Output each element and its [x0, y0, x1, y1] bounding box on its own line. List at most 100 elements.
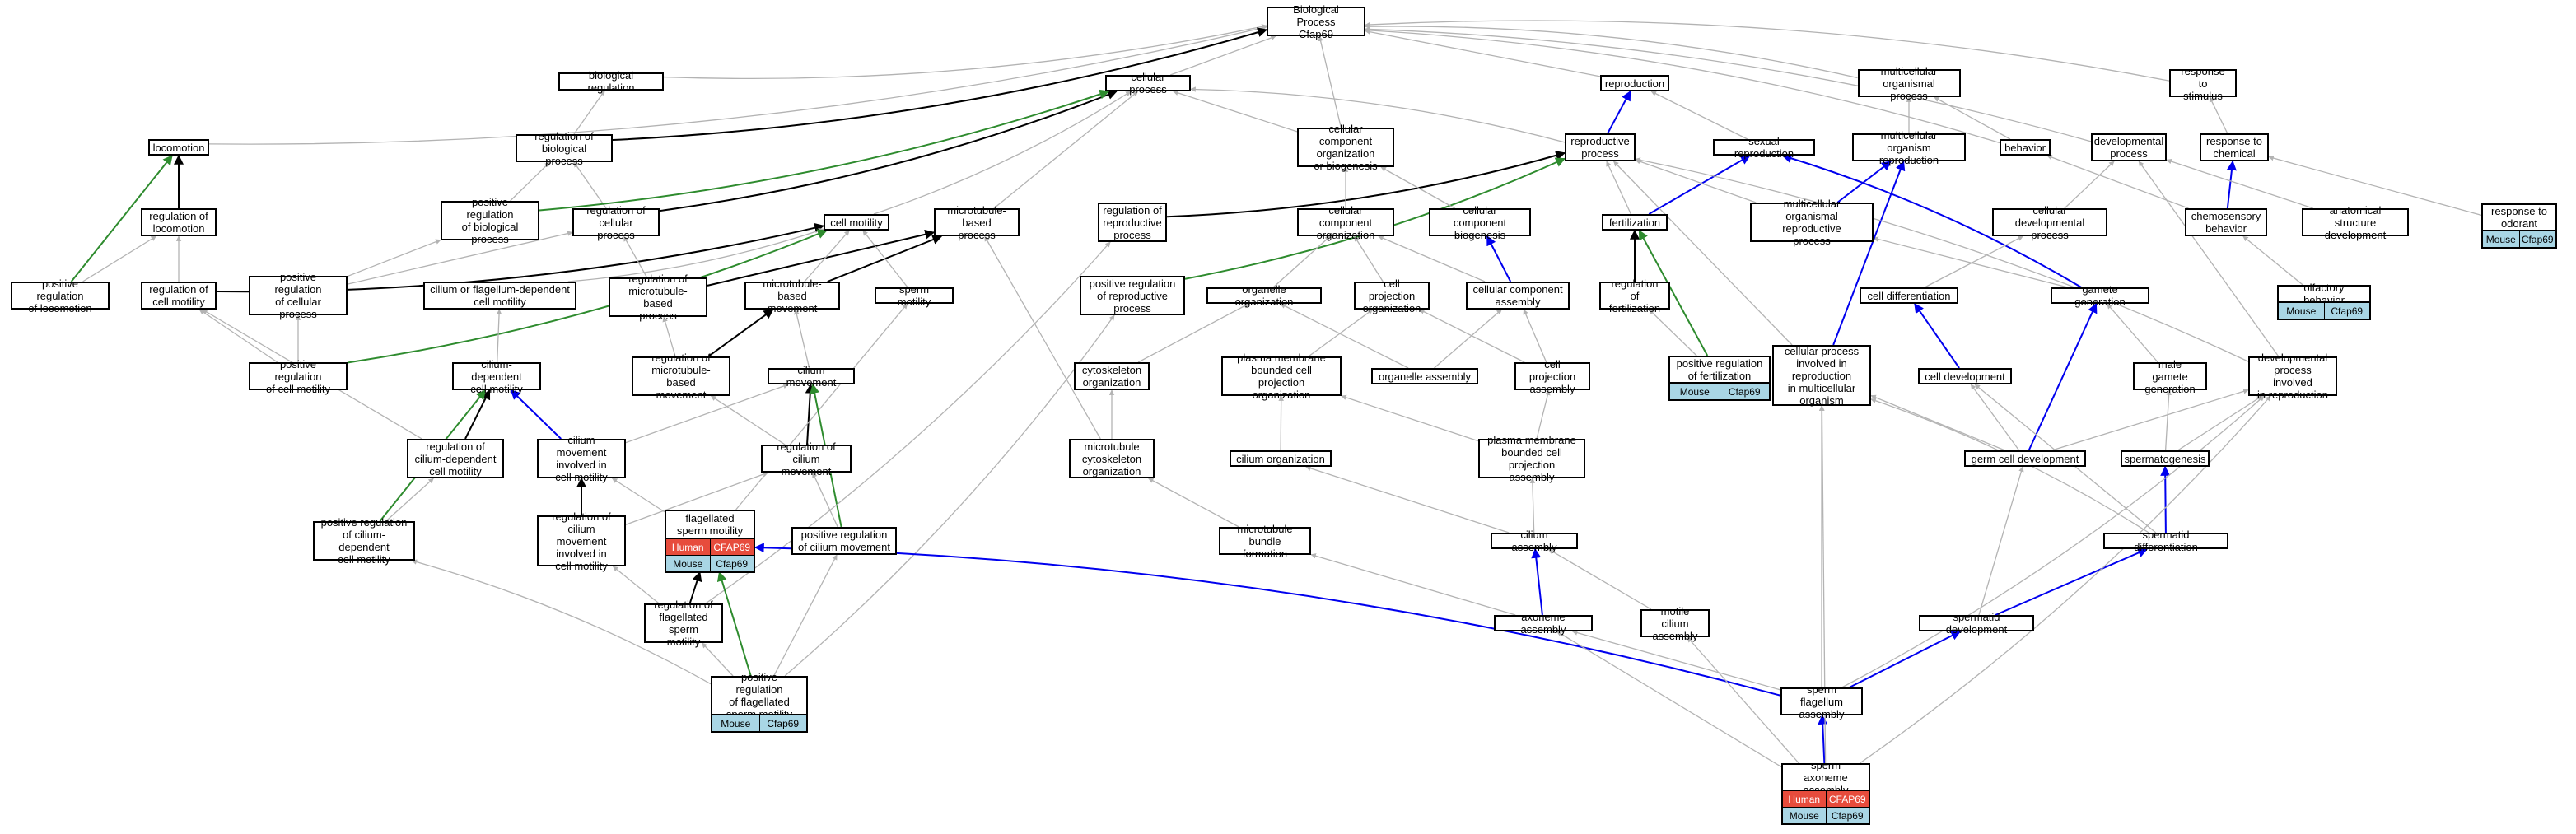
go-term-pmbcpo[interactable]: plasma membrane bounded cell projection …: [1221, 352, 1342, 401]
go-term-posregrepro[interactable]: positive regulation of reproductive proc…: [1080, 276, 1185, 315]
go-term-devrepro[interactable]: developmental process involved in reprod…: [2248, 352, 2337, 401]
go-term-cilassembly[interactable]: cilium assembly: [1491, 529, 1578, 553]
go-term-reproproc[interactable]: reproductive process: [1565, 133, 1636, 161]
go-term-regbio[interactable]: regulation of biological process: [516, 130, 613, 167]
go-term-resp_odor[interactable]: response to odorant: [2481, 203, 2557, 231]
go-term-germdev[interactable]: germ cell development: [1964, 450, 2086, 467]
go-term-posregflag[interactable]: positive regulation of flagellated sperm…: [711, 671, 808, 720]
edge-ccorg-to-cellproc: [1173, 90, 1298, 133]
go-term-cilorg[interactable]: cilium organization: [1230, 450, 1332, 467]
go-term-gametegen[interactable]: gamete generation: [2051, 283, 2149, 308]
go-term-orgorg[interactable]: organelle organization: [1206, 283, 1322, 308]
go-term-mtcyto[interactable]: microtubule cytoskeleton organization: [1069, 439, 1155, 478]
go-term-regflag[interactable]: regulation of flagellated sperm motility: [644, 599, 723, 648]
edge-repro-to-root: [1365, 29, 1601, 77]
go-term-posregfert[interactable]: positive regulation of fertilization: [1668, 356, 1771, 384]
go-term-malegam[interactable]: male gamete generation: [2133, 358, 2207, 395]
go-term-celldev2[interactable]: cell development: [1918, 368, 2012, 384]
gene-cell[interactable]: CFAP69: [1825, 791, 1869, 807]
edge-orgassembly-to-orgorg: [1280, 303, 1409, 369]
go-term-pmbcpa[interactable]: plasma membrane bounded cell projection …: [1478, 434, 1585, 483]
gene-cell[interactable]: Cfap69: [2323, 303, 2369, 319]
go-term-multorg[interactable]: multicellular organismal process: [1857, 65, 1961, 102]
go-term-spermflag[interactable]: sperm flagellum assembly: [1780, 683, 1863, 720]
go-term-root[interactable]: Biological Process Cfap69: [1267, 3, 1365, 40]
go-term-posregcilmove[interactable]: positive regulation of cilium movement: [791, 527, 897, 555]
go-term-motcil[interactable]: motile cilium assembly: [1640, 605, 1710, 642]
go-term-celldiff[interactable]: cell differentiation: [1860, 287, 1958, 304]
go-term-mtbundle[interactable]: microtubule bundle formation: [1219, 523, 1311, 560]
go-term-axoneme[interactable]: axoneme assembly: [1494, 611, 1593, 636]
go-term-cpinrepro[interactable]: cellular process involved in reproductio…: [1772, 345, 1871, 407]
gene-cell[interactable]: Cfap69: [709, 556, 754, 571]
go-term-fert[interactable]: fertilization: [1602, 214, 1668, 231]
go-term-cilmovemot[interactable]: cilium movement involved in cell motilit…: [537, 434, 626, 483]
edge-spermaxo-to-axoneme: [1556, 631, 1782, 767]
go-term-flagsperm[interactable]: flagellated sperm motility: [665, 510, 755, 539]
edge-pmbcpa-to-pmbcpo: [1341, 394, 1479, 442]
go-term-regcilmove[interactable]: regulation of cilium movement: [761, 440, 852, 478]
edge-spermflag-to-axoneme: [1571, 630, 1781, 691]
go-term-regmtmove[interactable]: regulation of microtubule-based movement: [632, 352, 730, 401]
go-term-cellprojassembly[interactable]: cell projection assembly: [1514, 358, 1590, 395]
go-term-spermdiff[interactable]: spermatid differentiation: [2103, 529, 2228, 553]
go-term-cellproc[interactable]: cellular process: [1105, 71, 1191, 96]
go-term-ccbio[interactable]: cellular component biogenesis: [1429, 204, 1531, 241]
go-term-chemosens[interactable]: chemosensory behavior: [2185, 208, 2267, 236]
edge-posregflag-to-flagsperm: [716, 571, 752, 677]
go-term-bioreg[interactable]: biological regulation: [558, 69, 664, 94]
go-term-mtbased[interactable]: microtubule-based process: [934, 204, 1020, 241]
go-term-ccorg[interactable]: cellular component organization or bioge…: [1297, 123, 1394, 172]
go-term-olfact[interactable]: olfactory behavior: [2277, 282, 2371, 306]
go-term-posregcellmot[interactable]: positive regulation of cell motility: [249, 358, 348, 395]
go-term-celldev[interactable]: cellular developmental process: [1992, 204, 2107, 241]
go-term-regfert[interactable]: regulation of fertilization: [1599, 277, 1670, 314]
gene-cell[interactable]: Cfap69: [758, 715, 806, 731]
go-term-cytoorg[interactable]: cytoskeleton organization: [1074, 362, 1150, 390]
go-term-spermaxo[interactable]: sperm axoneme assembly: [1781, 759, 1870, 796]
go-term-reglocomotion[interactable]: regulation of locomotion: [141, 208, 217, 236]
go-term-cellmot[interactable]: cell motility: [824, 214, 889, 231]
go-term-posregbio[interactable]: positive regulation of biological proces…: [441, 196, 539, 245]
gene-cell[interactable]: Cfap69: [1719, 384, 1769, 399]
go-term-regcilmovemot[interactable]: regulation of cilium movement involved i…: [537, 510, 626, 572]
go-term-multorgrepro[interactable]: multicellular organism reproduction: [1852, 129, 1966, 166]
gene-cell[interactable]: Cfap69: [2518, 231, 2555, 247]
go-term-spermmot[interactable]: sperm motility: [875, 283, 954, 308]
go-term-regcell[interactable]: regulation of cellular process: [572, 204, 660, 241]
go-term-spermdev[interactable]: spermatid development: [1919, 611, 2034, 636]
go-term-regcildep[interactable]: regulation of cilium-dependent cell moti…: [407, 439, 504, 478]
go-term-respchem[interactable]: response to chemical: [2200, 133, 2269, 161]
go-term-devproc[interactable]: developmental process: [2091, 133, 2167, 161]
edge-locomotion-to-root: [208, 25, 1267, 145]
go-term-spermatogen[interactable]: spermatogenesis: [2121, 450, 2210, 467]
go-term-posregloco[interactable]: positive regulation of locomotion: [11, 277, 110, 314]
go-term-regcellmot[interactable]: regulation of cell motility: [141, 282, 217, 310]
go-term-cilmove[interactable]: cilium movement: [768, 364, 855, 389]
go-term-cildep[interactable]: cilium-dependent cell motility: [452, 358, 541, 395]
go-term-behavior[interactable]: behavior: [2000, 139, 2051, 156]
go-term-ccassembly[interactable]: cellular component assembly: [1466, 282, 1570, 310]
go-term-cilflag[interactable]: cilium or flagellum-dependent cell motil…: [423, 282, 576, 310]
go-term-anatdev[interactable]: anatomical structure development: [2302, 204, 2409, 241]
go-term-mtmove[interactable]: microtubule-based movement: [744, 277, 840, 314]
go-term-ccorg2[interactable]: cellular component organization: [1297, 204, 1394, 241]
go-term-posregcildep[interactable]: positive regulation of cilium-dependent …: [313, 516, 415, 566]
go-term-multorgrepro2[interactable]: multicellular organismal reproductive pr…: [1750, 198, 1874, 247]
go-term-repro[interactable]: reproduction: [1600, 75, 1669, 91]
gene-cell[interactable]: CFAP69: [709, 539, 754, 555]
edge-behavior-to-root: [1365, 27, 2000, 144]
go-term-regrepro[interactable]: regulation of reproductive process: [1098, 203, 1167, 242]
go-term-regmt[interactable]: regulation of microtubule-based process: [609, 273, 707, 322]
gene-cell[interactable]: Cfap69: [1825, 808, 1869, 823]
go-term-respstim[interactable]: response to stimulus: [2169, 65, 2237, 102]
go-term-posregcell[interactable]: positive regulation of cellular process: [249, 271, 348, 320]
go-term-orgassembly[interactable]: organelle assembly: [1371, 368, 1478, 384]
go-term-locomotion[interactable]: locomotion: [148, 139, 209, 156]
go-term-cellprojorg[interactable]: cell projection organization: [1354, 277, 1430, 314]
go-term-sexrepro[interactable]: sexual reproduction: [1713, 135, 1815, 160]
